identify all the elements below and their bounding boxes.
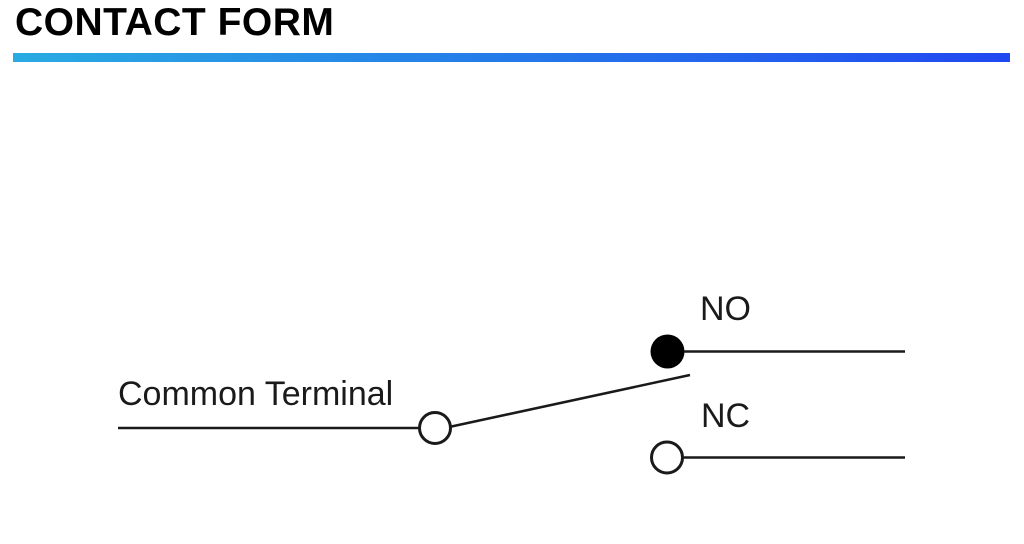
switch-arm xyxy=(451,373,691,428)
no-contact xyxy=(650,334,685,369)
page-title: CONTACT FORM xyxy=(15,1,335,44)
common-terminal-label: Common Terminal xyxy=(118,375,393,413)
nc-contact xyxy=(650,440,684,475)
title-underline xyxy=(13,53,1010,62)
nc-label: NC xyxy=(701,397,750,435)
common-terminal-contact xyxy=(418,411,452,445)
no-label: NO xyxy=(700,290,751,328)
